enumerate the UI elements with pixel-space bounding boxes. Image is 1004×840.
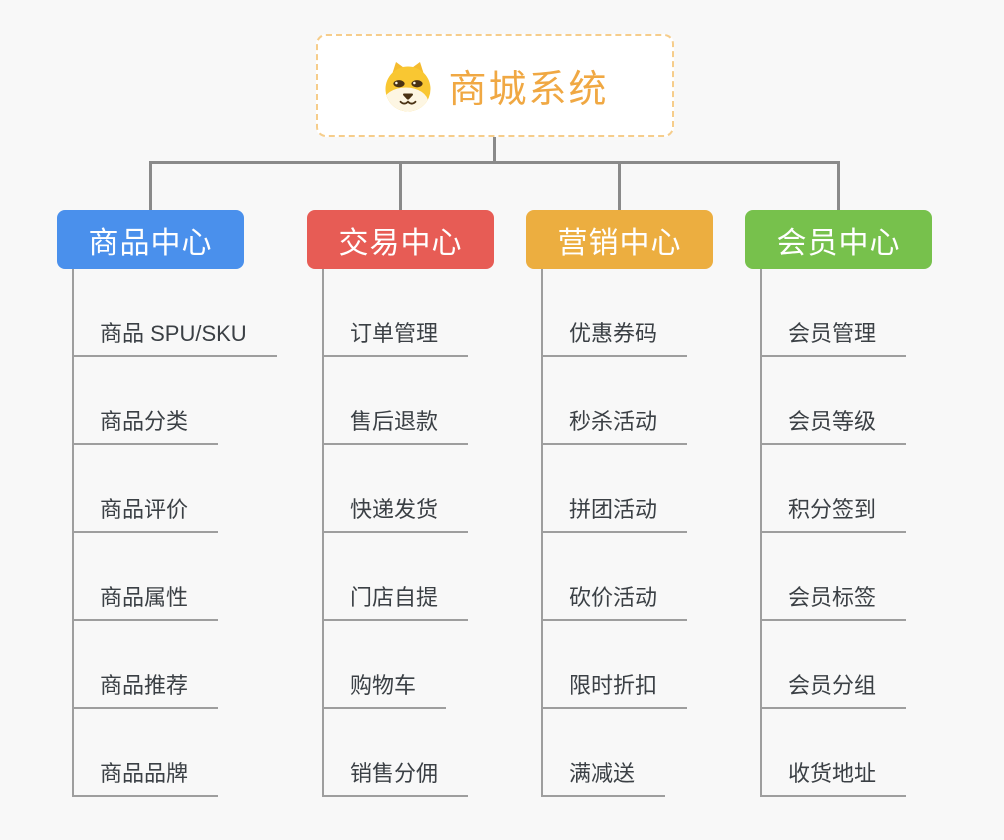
branch-node-product-center[interactable]: 商品中心 xyxy=(57,210,244,269)
leaf-node[interactable]: 商品品牌 xyxy=(74,709,277,797)
leaf-node[interactable]: 积分签到 xyxy=(762,445,907,533)
connector-drop-member xyxy=(837,161,840,210)
leaf-label[interactable]: 商品分类 xyxy=(74,404,219,445)
leaf-label[interactable]: 商品品牌 xyxy=(74,756,219,797)
leaf-node[interactable]: 会员管理 xyxy=(762,269,907,357)
leaf-node[interactable]: 优惠券码 xyxy=(543,269,688,357)
leaf-node[interactable]: 砍价活动 xyxy=(543,533,688,621)
leaf-label[interactable]: 订单管理 xyxy=(324,316,469,357)
leaf-node[interactable]: 收货地址 xyxy=(762,709,907,797)
leaf-label[interactable]: 会员管理 xyxy=(762,316,907,357)
leaf-node[interactable]: 销售分佣 xyxy=(324,709,469,797)
branch-node-marketing-center[interactable]: 营销中心 xyxy=(526,210,713,269)
leaf-label[interactable]: 拼团活动 xyxy=(543,492,688,533)
leaf-label[interactable]: 门店自提 xyxy=(324,580,469,621)
leaf-node[interactable]: 会员等级 xyxy=(762,357,907,445)
leaf-node[interactable]: 商品评价 xyxy=(74,445,277,533)
leaf-label[interactable]: 积分签到 xyxy=(762,492,907,533)
leaf-node[interactable]: 限时折扣 xyxy=(543,621,688,709)
connector-root-stem xyxy=(493,137,496,163)
connector-drop-trade xyxy=(399,161,402,210)
leaf-label[interactable]: 商品属性 xyxy=(74,580,219,621)
leaf-node[interactable]: 购物车 xyxy=(324,621,468,709)
leaf-column-member: 会员管理 会员等级 积分签到 会员标签 会员分组 收货地址 xyxy=(760,269,907,797)
leaf-node[interactable]: 商品推荐 xyxy=(74,621,277,709)
leaf-label[interactable]: 商品 SPU/SKU xyxy=(74,316,277,357)
leaf-label[interactable]: 售后退款 xyxy=(324,404,469,445)
leaf-label[interactable]: 优惠券码 xyxy=(543,316,688,357)
connector-drop-marketing xyxy=(618,161,621,210)
leaf-node[interactable]: 会员标签 xyxy=(762,533,907,621)
leaf-node[interactable]: 售后退款 xyxy=(324,357,469,445)
leaf-label[interactable]: 收货地址 xyxy=(762,756,907,797)
leaf-label[interactable]: 商品推荐 xyxy=(74,668,219,709)
leaf-label[interactable]: 会员标签 xyxy=(762,580,907,621)
dog-face-icon xyxy=(385,61,431,111)
root-title: 商城系统 xyxy=(448,69,609,111)
leaf-label[interactable]: 商品评价 xyxy=(74,492,219,533)
leaf-label[interactable]: 会员等级 xyxy=(762,404,907,445)
leaf-label[interactable]: 快递发货 xyxy=(324,492,469,533)
leaf-label[interactable]: 限时折扣 xyxy=(543,668,688,709)
branch-node-trade-center[interactable]: 交易中心 xyxy=(307,210,494,269)
leaf-node[interactable]: 商品属性 xyxy=(74,533,277,621)
leaf-column-trade: 订单管理 售后退款 快递发货 门店自提 购物车 销售分佣 xyxy=(322,269,469,797)
leaf-label[interactable]: 满减送 xyxy=(543,756,666,797)
leaf-label[interactable]: 秒杀活动 xyxy=(543,404,688,445)
leaf-node[interactable]: 拼团活动 xyxy=(543,445,688,533)
leaf-node[interactable]: 门店自提 xyxy=(324,533,469,621)
root-node[interactable]: 商城系统 xyxy=(316,34,674,137)
branch-node-member-center[interactable]: 会员中心 xyxy=(745,210,932,269)
leaf-node[interactable]: 会员分组 xyxy=(762,621,907,709)
leaf-label[interactable]: 销售分佣 xyxy=(324,756,469,797)
leaf-node[interactable]: 秒杀活动 xyxy=(543,357,688,445)
leaf-node[interactable]: 商品分类 xyxy=(74,357,277,445)
leaf-label[interactable]: 会员分组 xyxy=(762,668,907,709)
leaf-label[interactable]: 砍价活动 xyxy=(543,580,688,621)
connector-drop-product xyxy=(149,161,152,210)
leaf-label[interactable]: 购物车 xyxy=(324,668,447,709)
leaf-node[interactable]: 商品 SPU/SKU xyxy=(74,269,277,357)
connector-bus xyxy=(149,161,840,164)
leaf-node[interactable]: 快递发货 xyxy=(324,445,469,533)
leaf-column-marketing: 优惠券码 秒杀活动 拼团活动 砍价活动 限时折扣 满减送 xyxy=(541,269,688,797)
leaf-node[interactable]: 满减送 xyxy=(543,709,687,797)
leaf-node[interactable]: 订单管理 xyxy=(324,269,469,357)
leaf-column-product: 商品 SPU/SKU 商品分类 商品评价 商品属性 商品推荐 商品品牌 xyxy=(72,269,277,797)
